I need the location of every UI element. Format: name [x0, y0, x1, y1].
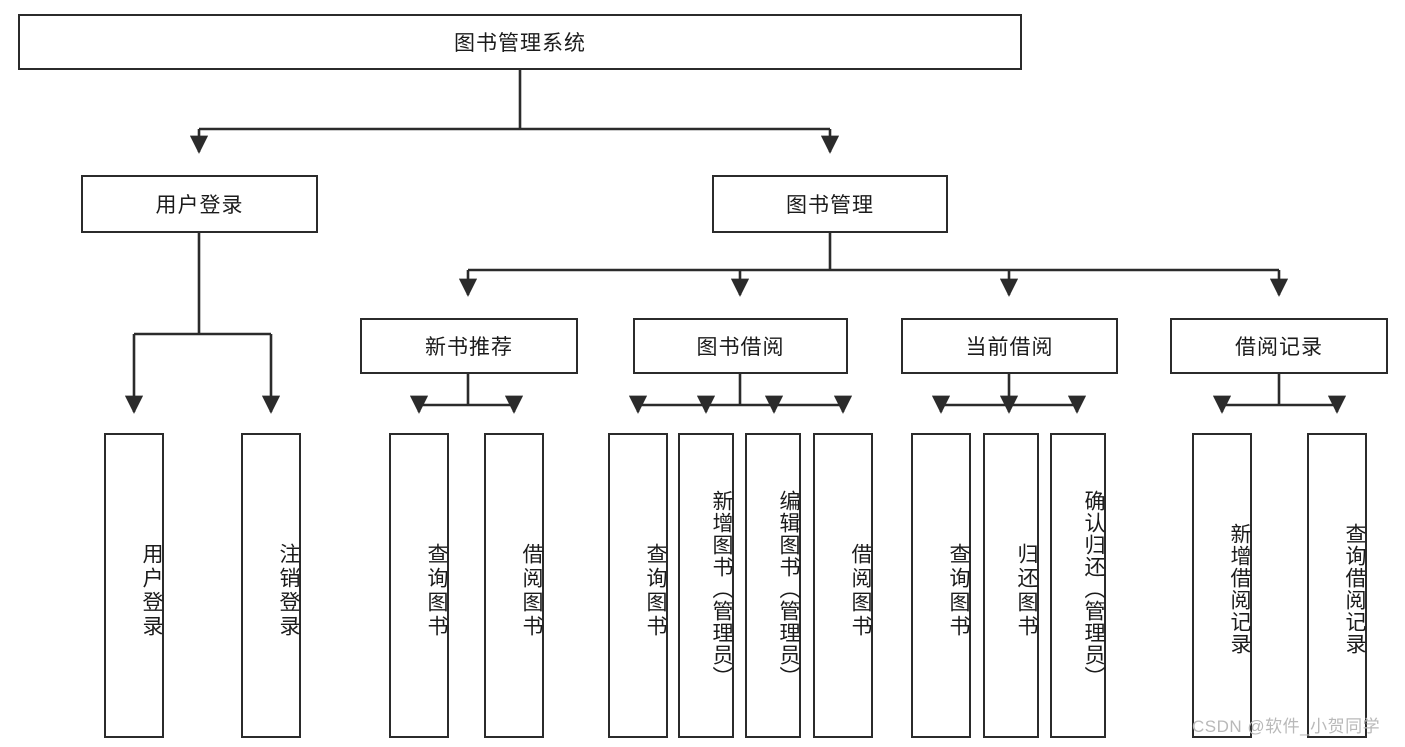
node-root-system[interactable]: 图书管理系统 [18, 14, 1022, 70]
node-user-login[interactable]: 用户登录 [81, 175, 318, 233]
node-book-management[interactable]: 图书管理 [712, 175, 948, 233]
node-book-borrow[interactable]: 图书借阅 [633, 318, 848, 374]
leaf-query-book-current[interactable]: 查询图书 [911, 433, 971, 738]
watermark-text: CSDN @软件_小贺同学 [1192, 717, 1381, 736]
leaf-borrow-book[interactable]: 借阅图书 [813, 433, 873, 738]
node-borrow-record[interactable]: 借阅记录 [1170, 318, 1388, 374]
leaf-add-book-admin[interactable]: 新增图书（管理员） [678, 433, 734, 738]
leaf-query-borrow-record[interactable]: 查询借阅记录 [1307, 433, 1367, 738]
node-new-book-recommend[interactable]: 新书推荐 [360, 318, 578, 374]
leaf-query-book-recommend[interactable]: 查询图书 [389, 433, 449, 738]
leaf-edit-book-admin[interactable]: 编辑图书（管理员） [745, 433, 801, 738]
leaf-query-book-borrow[interactable]: 查询图书 [608, 433, 668, 738]
leaf-confirm-return-admin[interactable]: 确认归还（管理员） [1050, 433, 1106, 738]
node-current-borrow[interactable]: 当前借阅 [901, 318, 1118, 374]
leaf-return-book[interactable]: 归还图书 [983, 433, 1039, 738]
leaf-borrow-book-recommend[interactable]: 借阅图书 [484, 433, 544, 738]
leaf-logout-login[interactable]: 注销登录 [241, 433, 301, 738]
leaf-add-borrow-record[interactable]: 新增借阅记录 [1192, 433, 1252, 738]
leaf-user-login[interactable]: 用户登录 [104, 433, 164, 738]
